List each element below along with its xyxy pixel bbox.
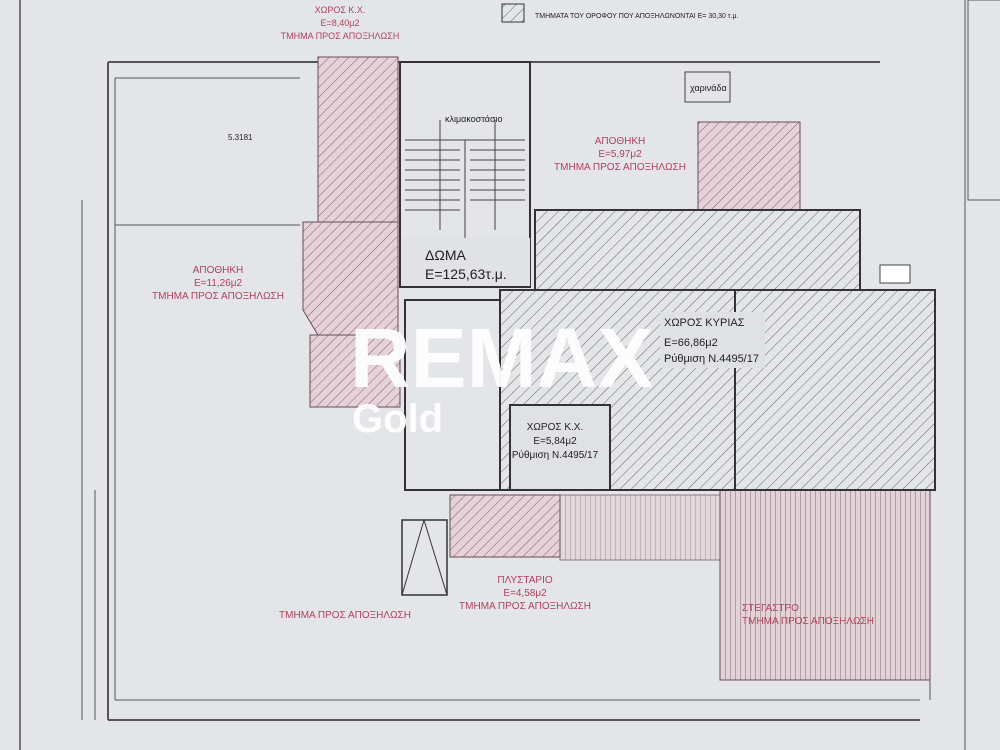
room-name: ΔΩΜΑ bbox=[425, 247, 466, 263]
dimension-label: 5.3181 bbox=[228, 133, 253, 142]
room-note: Ρύθμιση Ν.4495/17 bbox=[512, 449, 599, 461]
room-note: ΤΜΗΜΑ ΠΡΟΣ ΑΠΟΞΗΛΩΣΗ bbox=[281, 31, 400, 41]
room-name: ΣΤΕΓΑΣΤΡΟ bbox=[742, 603, 799, 614]
room-note: ΤΜΗΜΑ ΠΡΟΣ ΑΠΟΞΗΛΩΣΗ bbox=[459, 601, 591, 612]
room-area: Ε=8,40μ2 bbox=[321, 18, 360, 28]
chimney-label: χαρινάδα bbox=[690, 83, 727, 93]
room-storage-top: ΑΠΟΘΗΚΗ Ε=5,97μ2 ΤΜΗΜΑ ΠΡΟΣ ΑΠΟΞΗΛΩΣΗ bbox=[554, 136, 686, 173]
room-area: Ε=5,84μ2 bbox=[533, 436, 577, 447]
room-area: Ε=125,63τ.μ. bbox=[425, 266, 507, 282]
room-note: ΤΜΗΜΑ ΠΡΟΣ ΑΠΟΞΗΛΩΣΗ bbox=[554, 162, 686, 173]
stairs-label: κλιμακοστάσιο bbox=[445, 114, 503, 124]
room-area: Ε=4,58μ2 bbox=[503, 588, 547, 599]
detail-table bbox=[879, 264, 911, 284]
room-name: ΧΩΡΟΣ Κ.Χ. bbox=[315, 5, 366, 15]
room-wc-top: ΧΩΡΟΣ Κ.Χ. Ε=8,40μ2 ΤΜΗΜΑ ΠΡΟΣ ΑΠΟΞΗΛΩΣΗ bbox=[281, 5, 400, 41]
room-name: ΧΩΡΟΣ ΚΥΡΙΑΣ bbox=[664, 317, 745, 329]
room-roof: ΔΩΜΑ Ε=125,63τ.μ. bbox=[402, 238, 530, 286]
legend-text: ΤΜΗΜΑΤΑ ΤΟΥ ΟΡΟΦΟΥ ΠΟΥ ΑΠΟΞΗΛΩΝΟΝΤΑΙ Ε= … bbox=[535, 13, 739, 20]
room-storage-left: ΑΠΟΘΗΚΗ Ε=11,26μ2 ΤΜΗΜΑ ΠΡΟΣ ΑΠΟΞΗΛΩΣΗ bbox=[152, 265, 284, 302]
legend bbox=[501, 3, 525, 23]
room-name: ΧΩΡΟΣ Κ.Χ. bbox=[527, 422, 583, 433]
chimney-box bbox=[684, 71, 731, 103]
room-area: Ε=5,97μ2 bbox=[598, 149, 642, 160]
room-name: ΑΠΟΘΗΚΗ bbox=[193, 265, 244, 276]
room-name: ΑΠΟΘΗΚΗ bbox=[595, 136, 646, 147]
stairs bbox=[405, 120, 525, 240]
room-note: ΤΜΗΜΑ ΠΡΟΣ ΑΠΟΞΗΛΩΣΗ bbox=[152, 291, 284, 302]
watermark-sub: Gold bbox=[352, 397, 443, 441]
room-note: ΤΜΗΜΑ ΠΡΟΣ ΑΠΟΞΗΛΩΣΗ bbox=[742, 616, 874, 627]
room-note: Ρύθμιση Ν.4495/17 bbox=[664, 353, 759, 365]
room-name: ΠΛΥΣΤΑΡΙΟ bbox=[497, 575, 552, 586]
room-laundry: ΠΛΥΣΤΑΡΙΟ Ε=4,58μ2 ΤΜΗΜΑ ΠΡΟΣ ΑΠΟΞΗΛΩΣΗ bbox=[459, 575, 591, 612]
remax-watermark: REMAX Gold bbox=[350, 311, 653, 441]
room-area: Ε=11,26μ2 bbox=[194, 278, 243, 289]
room-main: ΧΩΡΟΣ ΚΥΡΙΑΣ Ε=66,86μ2 Ρύθμιση Ν.4495/17 bbox=[660, 312, 765, 368]
legend-swatch bbox=[501, 3, 525, 23]
watermark-brand: REMAX bbox=[350, 311, 653, 405]
room-wc-mid: ΧΩΡΟΣ Κ.Χ. Ε=5,84μ2 Ρύθμιση Ν.4495/17 bbox=[512, 422, 599, 461]
room-area: Ε=66,86μ2 bbox=[664, 337, 718, 349]
shaft-note: ΤΜΗΜΑ ΠΡΟΣ ΑΠΟΞΗΛΩΣΗ bbox=[279, 610, 411, 621]
demolition-areas bbox=[302, 56, 931, 681]
room-canopy: ΣΤΕΓΑΣΤΡΟ ΤΜΗΜΑ ΠΡΟΣ ΑΠΟΞΗΛΩΣΗ bbox=[742, 603, 874, 627]
